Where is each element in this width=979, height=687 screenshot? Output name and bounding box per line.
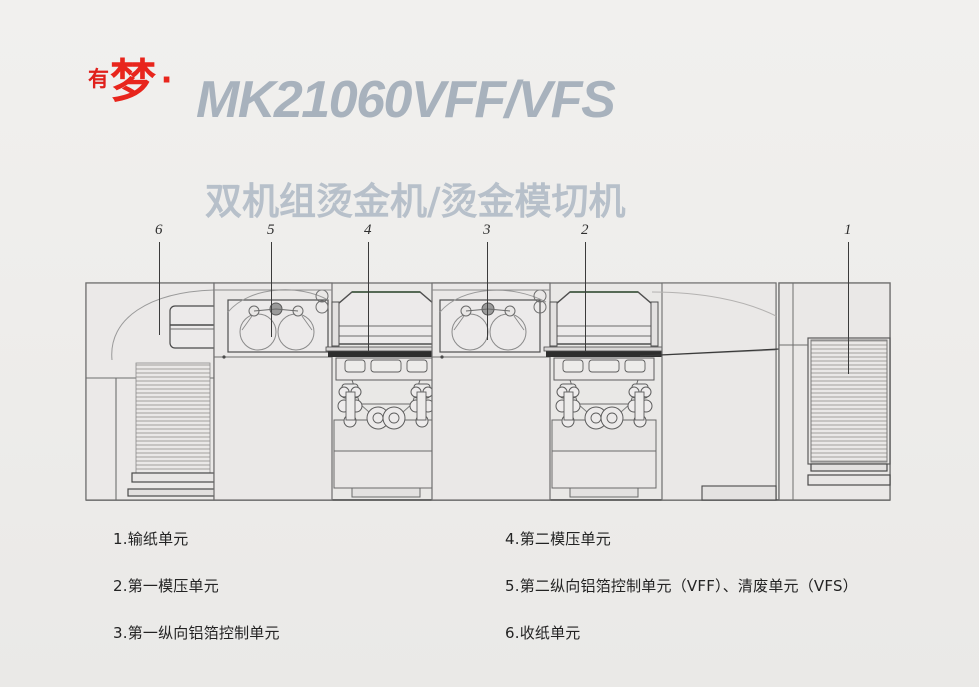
legend-item-3: 3.第一纵向铝箔控制单元 [113,624,280,642]
legend-column-right: 4.第二模压单元 5.第二纵向铝箔控制单元（VFF）、清废单元（VFS） 6.收… [505,528,858,669]
callout-3-number: 3 [483,222,491,238]
logo-dot-separator: · [161,58,175,102]
logo-big-char: 梦 [110,54,156,108]
legend-item-2: 2.第一模压单元 [113,577,219,595]
callout-3-leader [487,242,488,340]
callout-2-number: 2 [581,222,589,238]
top-rail [214,289,777,317]
delivery-unit-6 [85,282,331,501]
brand-logo: 有 梦 · [88,58,174,104]
callout-6-number: 6 [155,222,163,238]
page-subtitle: 双机组烫金机/烫金模切机 [205,180,626,223]
callout-4-leader [368,242,369,352]
callout-6-leader [159,242,160,335]
callout-4-number: 4 [364,222,372,238]
logo-small-char: 有 [88,67,109,91]
callout-1-number: 1 [844,222,852,238]
foil-control-unit-3 [431,282,551,501]
callout-5-number: 5 [267,222,275,238]
transfer-section [639,282,861,501]
page-title: MK21060VFF/VFS [196,71,616,129]
legend-item-4: 4.第二模压单元 [505,530,611,548]
legend-item-1: 1.输纸单元 [113,530,189,548]
header: 有 梦 · MK21060VFF/VFS 双机组烫金机/烫金模切机 [0,44,979,223]
legend-column-left: 1.输纸单元 2.第一模压单元 3.第一纵向铝箔控制单元 [113,528,280,669]
callout-2-leader [585,242,586,352]
feeder-unit-1 [778,282,891,501]
foil-control-unit-5 [213,282,333,501]
legend-item-6: 6.收纸单元 [505,624,581,642]
callout-5-leader [271,242,272,337]
callout-1-leader [848,242,849,374]
legend-item-5: 5.第二纵向铝箔控制单元（VFF）、清废单元（VFS） [505,577,858,595]
